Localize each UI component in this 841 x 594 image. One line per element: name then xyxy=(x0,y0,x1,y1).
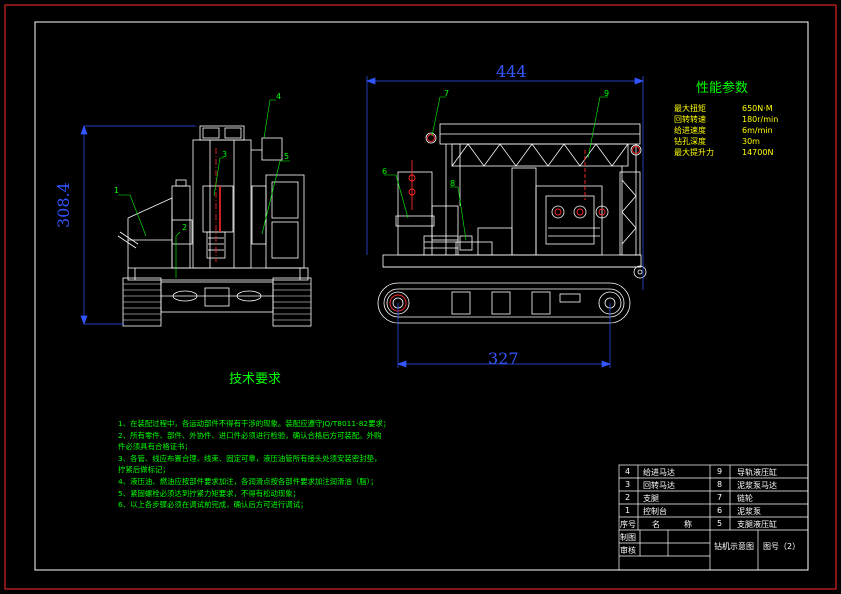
perf-value-feed: 6m/min xyxy=(742,126,773,135)
tech-req-line-2: 2、所有零件、部件、外协件、进口件必须进行检验，确认合格后方可装配。外购 xyxy=(118,430,382,440)
callout-side-6: 6 xyxy=(382,167,388,176)
callout-front-5: 5 xyxy=(284,152,290,161)
outer-frame xyxy=(4,4,837,590)
tech-req-line-5: 拧紧后做标记； xyxy=(118,465,170,475)
tb-row4-name-a: 控制台 xyxy=(643,507,667,516)
tech-req-line-4: 3、各管、线应布置合理、线束、固定可靠，液压油管所有接头处须安装密封垫， xyxy=(118,453,382,463)
side-view xyxy=(377,123,647,324)
callout-front-4: 4 xyxy=(276,92,282,101)
tb-row3-no-a: 2 xyxy=(625,493,631,502)
tb-header-name2: 称 xyxy=(684,520,692,529)
tech-req-line-8: 6、以上各步骤必须在调试前完成，确认后方可进行调试； xyxy=(118,500,308,510)
tech-req-list: 1、在装配过程中，各运动部件不得有干涉的现象。装配应遵守JQ/T8011-82要… xyxy=(118,418,478,511)
perf-label-lift: 最大提升力 xyxy=(674,148,714,157)
tech-req-line-1: 1、在装配过程中，各运动部件不得有干涉的现象。装配应遵守JQ/T8011-82要… xyxy=(118,419,391,428)
tb-row4-no-b: 6 xyxy=(717,506,723,515)
tech-req-line-3: 件必须具有合格证书； xyxy=(118,442,192,452)
tb-checked-by: 审核 xyxy=(620,546,636,555)
callout-front-1: 1 xyxy=(114,186,120,195)
front-view xyxy=(117,125,312,327)
performance-values: 650N·M 180r/min 6m/min 30m 14700N xyxy=(742,103,778,158)
track-length-dimension xyxy=(397,303,611,368)
tech-req-line-6: 4、液压油、燃油应按部件要求加注，各润滑点按各部件要求加注润滑油（脂）； xyxy=(118,476,378,486)
perf-label-torque: 最大扭矩 xyxy=(674,104,706,113)
tb-drawing-title: 钻机示意图 xyxy=(714,542,754,551)
tb-row2-name-b: 泥浆泵马达 xyxy=(737,481,777,490)
perf-label-speed: 回转转速 xyxy=(674,115,706,124)
callout-side-7: 7 xyxy=(444,89,450,98)
track-length-label: 327 xyxy=(488,349,519,368)
front-height-label: 308.4 xyxy=(54,182,73,228)
side-red-parts xyxy=(389,134,640,312)
tb-header-no-b: 5 xyxy=(717,519,723,528)
perf-value-lift: 14700N xyxy=(742,148,774,157)
side-length-label: 444 xyxy=(496,62,527,81)
front-height-dimension xyxy=(80,125,196,325)
tb-row1-no-a: 4 xyxy=(625,467,631,476)
callout-front-3: 3 xyxy=(222,150,228,159)
side-length-dimension xyxy=(366,76,644,290)
tb-row1-name-b: 导轨液压缸 xyxy=(737,468,777,477)
tb-row3-name-a: 支腿 xyxy=(643,494,659,503)
tb-row3-name-b: 链轮 xyxy=(737,494,753,503)
performance-labels: 最大扭矩 回转转速 给进速度 钻孔深度 最大提升力 xyxy=(674,103,714,158)
tb-header-name: 名 xyxy=(652,520,660,529)
tech-req-line-7: 5、紧固螺栓必须达到拧紧力矩要求，不得有松动现象； xyxy=(118,488,301,498)
perf-label-depth: 钻孔深度 xyxy=(674,137,706,146)
perf-value-depth: 30m xyxy=(742,137,760,146)
performance-title: 性能参数 xyxy=(696,81,749,96)
tech-req-title: 技术要求 xyxy=(229,372,282,387)
side-leaders xyxy=(384,96,608,241)
tb-header-no: 序号 xyxy=(620,520,636,529)
callout-side-9: 9 xyxy=(604,89,610,98)
tb-row4-no-a: 1 xyxy=(625,506,631,515)
tb-row1-name-a: 给进马达 xyxy=(643,468,675,477)
tb-row2-no-b: 8 xyxy=(717,480,723,489)
tb-row3-no-b: 7 xyxy=(717,493,723,502)
inner-frame xyxy=(34,21,809,571)
tb-row2-no-a: 3 xyxy=(625,480,631,489)
tb-row4-name-b: 泥浆泵 xyxy=(737,507,761,516)
perf-value-torque: 650N·M xyxy=(742,104,773,113)
tb-row2-name-a: 回转马达 xyxy=(643,481,675,490)
callout-front-2: 2 xyxy=(182,223,188,232)
front-leaders xyxy=(118,99,290,278)
tb-drawn-by: 制图 xyxy=(620,533,636,542)
perf-value-speed: 180r/min xyxy=(742,115,779,124)
tb-row1-no-b: 9 xyxy=(717,467,723,476)
perf-label-feed: 给进速度 xyxy=(674,126,706,135)
title-block-grid xyxy=(618,464,809,571)
tb-header-name-b: 支腿液压缸 xyxy=(737,520,777,529)
tb-drawing-no: 图号（2） xyxy=(763,542,801,551)
callout-side-8: 8 xyxy=(450,179,456,188)
